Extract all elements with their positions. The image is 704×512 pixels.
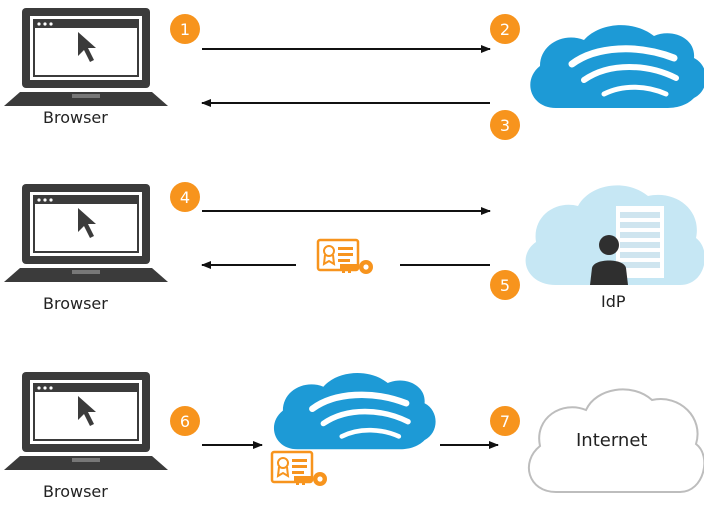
zscaler-cloud-icon [274, 373, 436, 449]
step-badge-3: 3 [490, 110, 520, 140]
step-badge-6: 6 [170, 406, 200, 436]
certificate-key-icon [316, 238, 375, 276]
laptop-icon [3, 371, 169, 471]
laptop-icon [3, 7, 169, 107]
step-badge-5: 5 [490, 270, 520, 300]
idp-label: IdP [601, 292, 626, 311]
zscaler-cloud-icon [530, 25, 704, 108]
browser-label: Browser [43, 294, 108, 313]
step-badge-4: 4 [170, 182, 200, 212]
certificate-key-icon [270, 450, 329, 488]
step-badge-2: 2 [490, 14, 520, 44]
laptop-icon [3, 183, 169, 283]
internet-label: Internet [576, 430, 648, 451]
browser-label: Browser [43, 482, 108, 501]
step-badge-7: 7 [490, 406, 520, 436]
step-badge-1: 1 [170, 14, 200, 44]
user-icon [590, 235, 628, 285]
browser-label: Browser [43, 108, 108, 127]
internet-cloud-icon [527, 388, 704, 493]
